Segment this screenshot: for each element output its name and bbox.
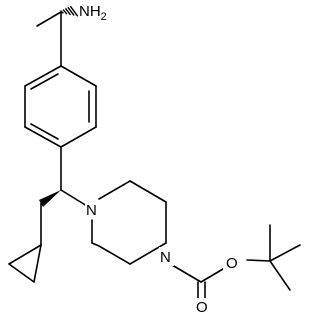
methyl-bond [36, 11, 62, 27]
cyclopropylmethyl [8, 202, 42, 283]
amine-label: NH2 [79, 3, 107, 23]
molecule-structure: NH2 N N O O [8, 3, 301, 317]
aromatic-double-bond [30, 73, 59, 90]
cyclopropane-ring [8, 244, 42, 265]
benzene-ring [24, 65, 97, 148]
boc-group [171, 224, 301, 299]
amine-fragment [36, 5, 79, 67]
carbonyl-oxygen-label: O [196, 299, 208, 316]
ester-oxygen-label: O [226, 255, 238, 272]
hashed-wedge-bond [60, 5, 79, 17]
piperazine-ring [91, 180, 167, 265]
solid-wedge-bond [39, 190, 61, 207]
atom-labels: NH2 N N O O [79, 3, 238, 317]
benzylic-center [39, 146, 88, 207]
piperazine-n1-label: N [86, 202, 97, 219]
piperazine-n4-label: N [160, 249, 171, 266]
aromatic-double-bond [30, 123, 59, 140]
